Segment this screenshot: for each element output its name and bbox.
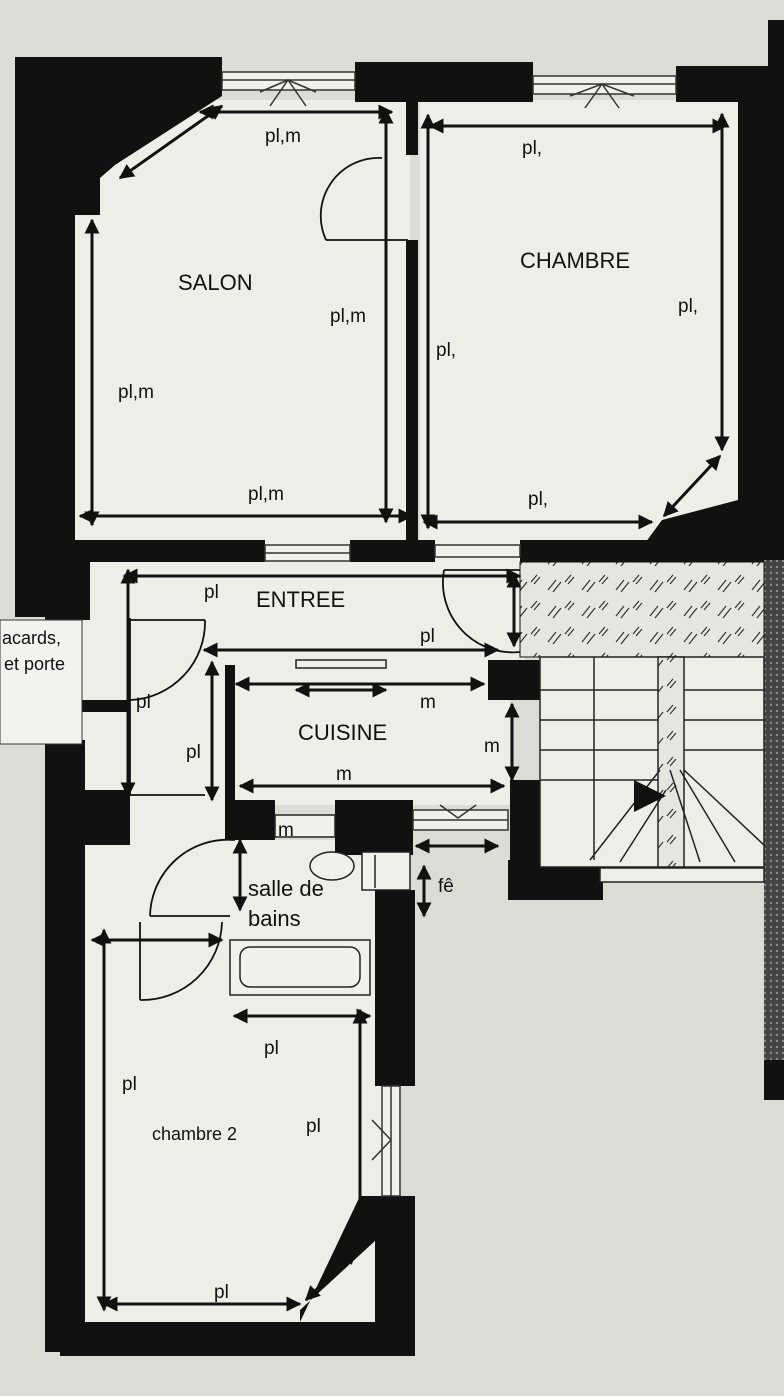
dim-label-chambre-right: pl, xyxy=(678,296,698,317)
exterior-walls xyxy=(15,20,784,1356)
dim-label-entree-mid: pl xyxy=(420,626,435,647)
dim-label-chambre-left: pl, xyxy=(436,340,456,361)
room-label-salle-de-bains-line2: bains xyxy=(248,906,301,931)
room-label-entree: ENTREE xyxy=(256,587,345,612)
dim-label-salon-left: pl,m xyxy=(118,382,154,403)
dim-label-chambre2-left: pl xyxy=(122,1074,137,1095)
landing-hatch xyxy=(519,561,765,658)
side-note-line1: acards, xyxy=(2,628,61,648)
dim-label-cuisine-top: m xyxy=(420,692,436,713)
dim-label-chambre2-right: pl xyxy=(306,1116,321,1137)
right-column-lower xyxy=(764,1060,784,1100)
dim-label-cuisine-bottom: m xyxy=(336,764,352,785)
stair-direction-arrow xyxy=(634,780,666,812)
dim-label-entree-lower: pl xyxy=(186,742,201,763)
dim-label-chambre-bottom: pl, xyxy=(528,489,548,510)
dim-label-cuisine-right: m xyxy=(484,736,500,757)
room-label-cuisine: CUISINE xyxy=(298,720,387,745)
dim-label-salon-right: pl,m xyxy=(330,306,366,327)
staircase xyxy=(539,656,765,883)
dim-label-entree-top: pl xyxy=(204,582,219,603)
dim-label-salon-bottom: pl,m xyxy=(248,484,284,505)
dim-label-chambre2-bottom: pl xyxy=(214,1282,229,1303)
dimension-arrows xyxy=(78,104,730,1312)
dim-label-chambre-top: pl, xyxy=(522,138,542,159)
dim-label-chambre2-top: pl xyxy=(264,1038,279,1059)
dim-label-entree-left: pl xyxy=(136,692,151,713)
room-label-chambre2: chambre 2 xyxy=(152,1124,237,1144)
room-label-salle-de-bains-line1: salle de xyxy=(248,876,324,901)
room-label-salon: SALON xyxy=(178,270,253,295)
dim-label-salon-top: pl,m xyxy=(265,126,301,147)
dim-label-stair-height: fê xyxy=(438,876,454,897)
side-note-line2: et porte xyxy=(4,654,65,674)
windows xyxy=(221,71,677,1197)
room-label-chambre: CHAMBRE xyxy=(520,248,630,273)
side-note-box xyxy=(0,619,83,745)
right-column xyxy=(764,560,784,1100)
fixtures xyxy=(229,659,411,996)
dim-label-cuisine-under: m xyxy=(278,820,294,841)
